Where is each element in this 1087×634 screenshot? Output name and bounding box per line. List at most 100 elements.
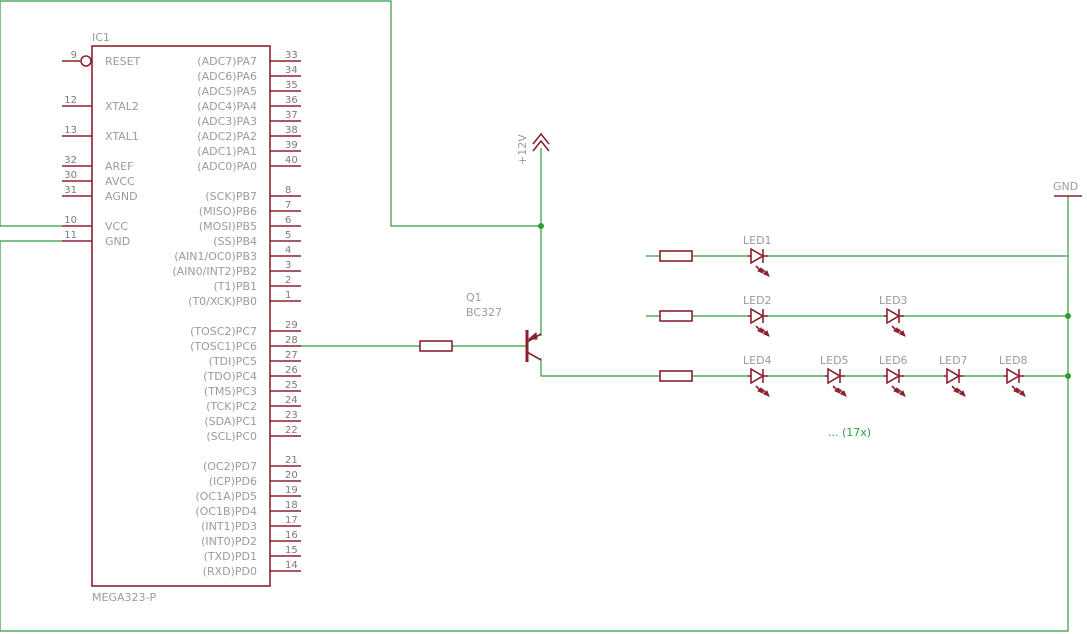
ic-pin-name: (ADC2)PA2	[197, 130, 257, 143]
ic-pin-name: (MOSI)PB5	[199, 220, 257, 233]
ic-pin-number: 5	[285, 230, 291, 241]
ic-pin-name: GND	[105, 235, 130, 248]
ic-pin-number: 33	[285, 50, 298, 61]
ic-pin-number: 6	[285, 215, 291, 226]
ic-part-label: MEGA323-P	[92, 591, 156, 604]
ic-pin-name: (ADC3)PA3	[197, 115, 257, 128]
ic-pin-name: (TDI)PC5	[209, 355, 257, 368]
ic-pin-number: 25	[285, 380, 298, 391]
ic-pin-number: 39	[285, 140, 298, 151]
ic-pin-number: 40	[285, 155, 298, 166]
ic-pin-name: XTAL2	[105, 100, 139, 113]
ic-pin-name: (TMS)PC3	[204, 385, 257, 398]
ic-pin-name: (ADC5)PA5	[197, 85, 257, 98]
ic-pin-name: (SCK)PB7	[205, 190, 257, 203]
ic-pin-number: 16	[285, 530, 298, 541]
transistor-part-label: BC327	[466, 306, 502, 319]
ic-pin-number: 8	[285, 185, 291, 196]
led-label: LED4	[743, 354, 772, 367]
ic-pin-name: (SCL)PC0	[206, 430, 257, 443]
ic-pin-name: (AIN1/OC0)PB3	[174, 250, 257, 263]
diode-triangle-icon	[750, 247, 765, 265]
diode-triangle-icon	[886, 307, 901, 325]
light-emission-arrowhead-icon	[757, 327, 764, 334]
ic-pin-number: 26	[285, 365, 298, 376]
ground-symbol: GND	[1053, 180, 1082, 197]
supply-symbol: +12V	[516, 132, 550, 165]
ic-pin-number: 29	[285, 320, 298, 331]
ic-pin-name: (TXD)PD1	[204, 550, 257, 563]
supply-label: +12V	[516, 134, 529, 165]
led-4: LED4	[743, 354, 772, 397]
ic-pin-number: 35	[285, 80, 298, 91]
inverted-pin-icon	[80, 55, 92, 67]
diode-triangle-icon	[827, 367, 842, 385]
light-emission-arrowhead-icon	[893, 327, 900, 334]
ic-pin-name: (TOSC1)PC6	[190, 340, 257, 353]
led-label: LED6	[879, 354, 908, 367]
transistor-arrow-icon	[527, 332, 538, 340]
ic-pin-number: 9	[71, 50, 77, 61]
ic-pin-number: 27	[285, 350, 298, 361]
ic-pin-number: 17	[285, 515, 298, 526]
ic-pin-number: 19	[285, 485, 298, 496]
ic-pin-number: 22	[285, 425, 298, 436]
ic-pin-name: AREF	[105, 160, 133, 173]
transistor-collector-leg	[526, 351, 542, 361]
ic-pin-name: (ADC0)PA0	[197, 160, 257, 173]
ic-pin-name: (TOSC2)PC7	[190, 325, 257, 338]
led-label: LED1	[743, 234, 772, 247]
ic-pin-name: (SS)PB4	[213, 235, 257, 248]
led-resistor-row1	[659, 250, 693, 262]
supply-arrow-icon	[532, 132, 550, 145]
transistor-q1: Q1 BC327	[466, 291, 542, 362]
repeat-note: ... (17x)	[828, 426, 871, 439]
ic-pin-name: (MISO)PB6	[199, 205, 257, 218]
ic-pin-number: 28	[285, 335, 298, 346]
ic-pin-number: 32	[64, 155, 77, 166]
ic-pin-number: 15	[285, 545, 298, 556]
base-resistor	[419, 340, 453, 352]
light-emission-arrowhead-icon	[757, 267, 764, 274]
ic-pin-number: 2	[285, 275, 291, 286]
led-label: LED3	[879, 294, 908, 307]
ic-pin-name: (TDO)PC4	[203, 370, 257, 383]
ic-pin-number: 18	[285, 500, 298, 511]
diode-triangle-icon	[1006, 367, 1021, 385]
ic-pin-name: (OC2)PD7	[203, 460, 257, 473]
light-emission-arrowhead-icon	[953, 387, 960, 394]
ic-pin-name: (ADC7)PA7	[197, 55, 257, 68]
gnd-wire	[0, 196, 1069, 632]
ic-pin-name: (INT1)PD3	[201, 520, 257, 533]
light-emission-arrowhead-icon	[1019, 390, 1026, 397]
light-emission-arrowhead-icon	[763, 270, 770, 277]
light-emission-arrowhead-icon	[840, 390, 847, 397]
ic-pin-number: 23	[285, 410, 298, 421]
led-label: LED5	[820, 354, 849, 367]
diode-triangle-icon	[750, 307, 765, 325]
ic-pin-number: 31	[64, 185, 77, 196]
light-emission-arrowhead-icon	[959, 390, 966, 397]
ic-pin-name: (ADC4)PA4	[197, 100, 257, 113]
led-5: LED5	[820, 354, 849, 397]
ic-pin-name: AGND	[105, 190, 138, 203]
ic-pin-number: 12	[64, 95, 77, 106]
led-2: LED2	[743, 294, 772, 337]
ic-pin-number: 10	[64, 215, 77, 226]
diode-triangle-icon	[886, 367, 901, 385]
ic-pin-name: (OC1A)PD5	[195, 490, 257, 503]
led-resistor-row2	[659, 310, 693, 322]
ic-pin-name: (TCK)PC2	[206, 400, 257, 413]
ic-pin-name: XTAL1	[105, 130, 139, 143]
ic-pin-number: 3	[285, 260, 291, 271]
ic-pin-number: 37	[285, 110, 298, 121]
light-emission-arrowhead-icon	[1013, 387, 1020, 394]
light-emission-arrowhead-icon	[763, 330, 770, 337]
ic-pin-number: 21	[285, 455, 298, 466]
ic-pin-name: (T1)PB1	[214, 280, 257, 293]
led-6: LED6	[879, 354, 908, 397]
ic-pin-name: (ICP)PD6	[209, 475, 257, 488]
